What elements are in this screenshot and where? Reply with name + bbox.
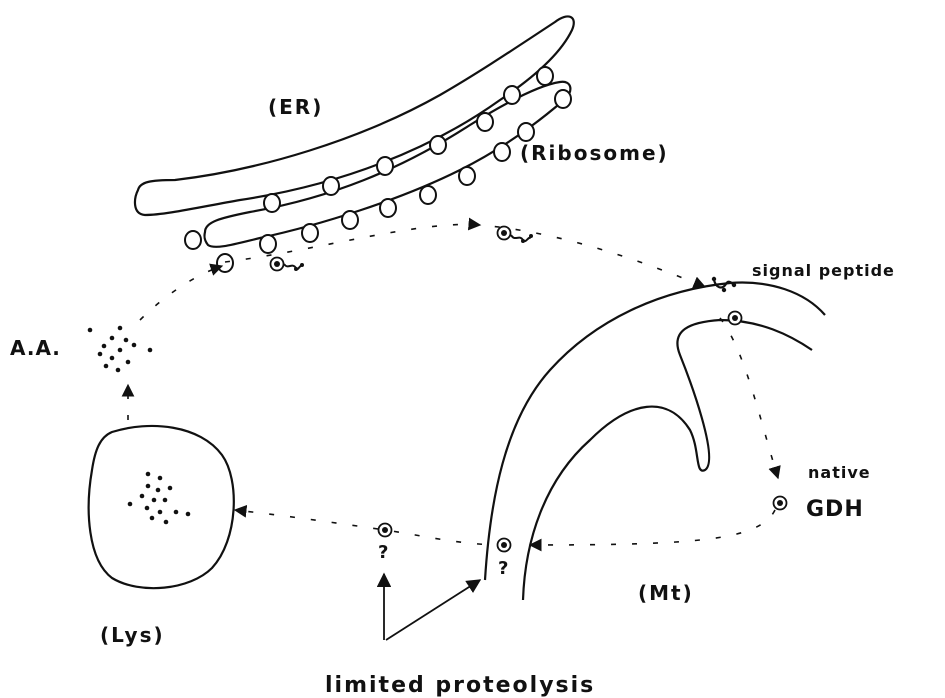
lysosome-amino-acids: [128, 472, 191, 525]
er-label: (ER): [268, 95, 323, 119]
question-mark-right: ?: [498, 558, 508, 579]
limited-proteolysis-arrows: [384, 574, 480, 640]
protein-markers: [271, 227, 787, 552]
protein-native-gdh: [774, 497, 787, 510]
limited-proteolysis-label: limited proteolysis: [325, 673, 595, 698]
amino-acid-label: A.A.: [10, 336, 61, 360]
pathway-lys-to-er: [128, 266, 222, 420]
question-mark-left: ?: [378, 542, 388, 563]
native-label: native: [808, 463, 871, 482]
ribosome-label: (Ribosome): [520, 141, 669, 165]
gdh-label: GDH: [806, 497, 864, 522]
protein-with-signal-1: [271, 258, 305, 272]
pathway-er-to-mt: [225, 224, 778, 545]
mitochondrion-label: (Mt): [638, 581, 694, 605]
signal-peptide-label: signal peptide: [752, 261, 895, 280]
protein-imported: [729, 312, 742, 325]
protein-cytosol: [379, 524, 392, 537]
protein-mt-exit: [498, 539, 511, 552]
lysosome-label: (Lys): [100, 623, 165, 647]
amino-acid-cluster: [88, 326, 153, 373]
mitochondrion: [485, 283, 825, 600]
lysosome: [89, 426, 234, 588]
protein-with-signal-2: [498, 227, 534, 244]
